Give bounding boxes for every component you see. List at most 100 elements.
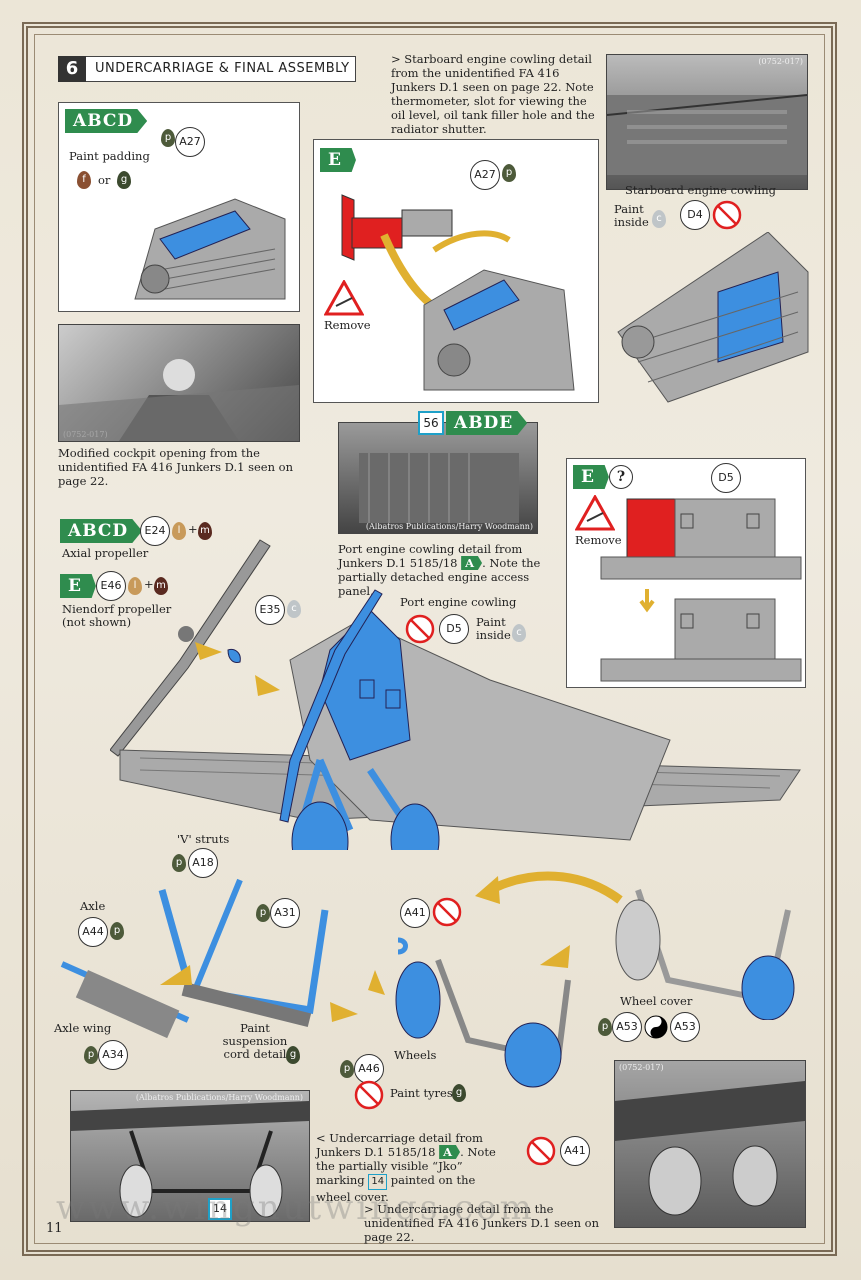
part-e24-callout: E24: [140, 516, 170, 546]
no-glue-icon-a41b: [526, 1136, 556, 1166]
paint-drop-c-port: c: [512, 624, 526, 642]
part-e35-callout: E35: [255, 595, 285, 625]
axle-label: Axle: [80, 899, 106, 913]
paint-drop-l-e24: l: [172, 522, 186, 540]
paint-drop-p-a44: p: [110, 922, 124, 940]
wheel-photo-shape: [615, 1081, 805, 1216]
bottom-right-photo-credit: (0752-017): [619, 1063, 664, 1072]
page-border: [22, 22, 837, 1256]
panel-abcd-padding: ABCD Paint padding f or g p A27: [58, 102, 300, 312]
undercarriage-caption-2: > Undercarriage detail from the unidenti…: [364, 1202, 599, 1244]
part-a41-callout: A41: [400, 898, 430, 928]
paint-drop-m-e46: m: [154, 577, 168, 595]
port-caption: Port engine cowling detail from Junkers …: [338, 542, 544, 598]
part-a46-callout: A46: [354, 1054, 384, 1084]
or-label: or: [98, 173, 111, 187]
section-number: 6: [58, 56, 86, 82]
undercarriage-photo-right: (0752-017): [614, 1060, 806, 1228]
part-a53-right: A53: [670, 1012, 700, 1042]
part-a53-left: A53: [612, 1012, 642, 1042]
undercarriage-caption-1: < Undercarriage detail from Junkers D.1 …: [316, 1131, 500, 1204]
paint-drop-g-tyres: g: [452, 1084, 466, 1102]
starboard-caption: > Starboard engine cowling detail from t…: [391, 52, 595, 136]
part-d5-callout-e: D5: [711, 463, 741, 493]
port-cowling-label: Port engine cowling: [400, 595, 517, 609]
port-caption-badge: A: [461, 556, 483, 570]
starboard-photo: (0752-017): [606, 54, 808, 190]
starboard-cowling-illustration: [617, 232, 809, 403]
bottom-photo-badge: 14: [208, 1198, 232, 1220]
starboard-cowling-label: Starboard engine cowling: [625, 183, 776, 197]
access-panel-illustration: [600, 498, 802, 682]
padding-remove-illustration: [341, 194, 575, 391]
no-glue-icon-d4: [712, 200, 742, 230]
section-title: UNDERCARRIAGE & FINAL ASSEMBLY: [95, 61, 350, 76]
question-mark-badge: ?: [609, 465, 633, 489]
niendorf-propeller-label: Niendorf propeller (not shown): [62, 602, 172, 629]
paint-drop-p-a53: p: [598, 1018, 612, 1036]
cowling-photo-shape: [607, 94, 807, 175]
wheel-cover-label: Wheel cover: [620, 994, 693, 1008]
paint-drop-p-e: p: [502, 164, 516, 182]
paint-drop-p-a31: p: [256, 904, 270, 922]
port-paint-inside: Paint inside: [476, 615, 511, 642]
no-glue-icon-a41: [432, 897, 462, 927]
undercarriage-caption-1c: painted on the wheel cover.: [316, 1173, 476, 1204]
page-inner-border: [34, 34, 825, 1244]
part-a27-callout-e: A27: [470, 160, 500, 190]
struts-illustration: [158, 878, 329, 1028]
tag-e: E: [320, 148, 356, 172]
tag-abde: ABDE: [446, 411, 528, 435]
part-d4-callout: D4: [680, 200, 710, 230]
tag-abcd: ABCD: [65, 109, 148, 133]
paint-tyres-label: Paint tyres: [390, 1086, 453, 1100]
cockpit-caption: Modified cockpit opening from the uniden…: [58, 446, 293, 488]
port-caption-end: . Note the partially detached engine acc…: [338, 556, 541, 598]
remove-label: Remove: [324, 318, 371, 332]
paint-drop-g-suspension: g: [286, 1046, 300, 1064]
return-arrow: [475, 871, 623, 904]
paint-drop-g: g: [117, 171, 131, 189]
port-cowling-shape: [359, 453, 519, 523]
section-header: 6 UNDERCARRIAGE & FINAL ASSEMBLY: [58, 56, 356, 82]
undercarriage-caption-1-text: < Undercarriage detail from Junkers D.1 …: [316, 1131, 483, 1159]
no-glue-icon-d5: [405, 614, 435, 644]
panel-e-remove: E A27 p Remove: [313, 139, 599, 403]
paint-drop-p-a34: p: [84, 1046, 98, 1064]
suspension-label: Paint suspension cord detail: [222, 1021, 288, 1061]
tag-e-propeller: E: [60, 574, 96, 598]
tag-abcd-propeller: ABCD: [60, 519, 143, 543]
remove-warning-icon: [324, 280, 364, 316]
port-caption-text: Port engine cowling detail from Junkers …: [338, 542, 523, 570]
undercarriage-caption-1b: . Note the partially visible “Jko” marki…: [316, 1145, 496, 1187]
axle-illustration: [60, 961, 190, 1039]
port-photo-credit: (Albatros Publications/Harry Woodmann): [365, 522, 533, 531]
part-e46-callout: E46: [96, 571, 126, 601]
remove-warning-icon-d5: [575, 495, 615, 531]
cockpit-photo: (0752-017): [58, 324, 300, 442]
paint-drop-c-starboard: c: [652, 210, 666, 228]
undercarriage-photo-shape: [71, 1101, 309, 1218]
part-a44-callout: A44: [78, 917, 108, 947]
port-photo-badge: 56: [418, 411, 444, 435]
aircraft-illustration: [110, 539, 801, 850]
part-a31-callout: A31: [270, 898, 300, 928]
paint-drop-m-e24: m: [198, 522, 212, 540]
panel-e-d5: E ? D5 Remove: [566, 458, 806, 688]
paint-drop-f: f: [77, 171, 91, 189]
part-d5-callout: D5: [439, 614, 469, 644]
port-cowling-photo: (Albatros Publications/Harry Woodmann): [338, 422, 538, 534]
paint-padding-label: Paint padding: [69, 149, 150, 163]
cockpit-padding-illustration: [134, 198, 286, 300]
axial-propeller-label: Axial propeller: [62, 546, 149, 560]
paint-drop-p-a46: p: [340, 1060, 354, 1078]
no-glue-icon-tyres: [354, 1080, 384, 1110]
bottom-photo-credit: (Albatros Publications/Harry Woodmann): [135, 1093, 303, 1102]
starboard-paint-inside: Paint inside: [614, 202, 649, 229]
v-struts-label: 'V' struts: [177, 832, 230, 846]
page-number: 11: [46, 1221, 63, 1236]
undercarriage-caption-badge: A: [439, 1145, 461, 1159]
paint-drop-p: p: [161, 129, 175, 147]
paint-drop-l-e46: l: [128, 577, 142, 595]
